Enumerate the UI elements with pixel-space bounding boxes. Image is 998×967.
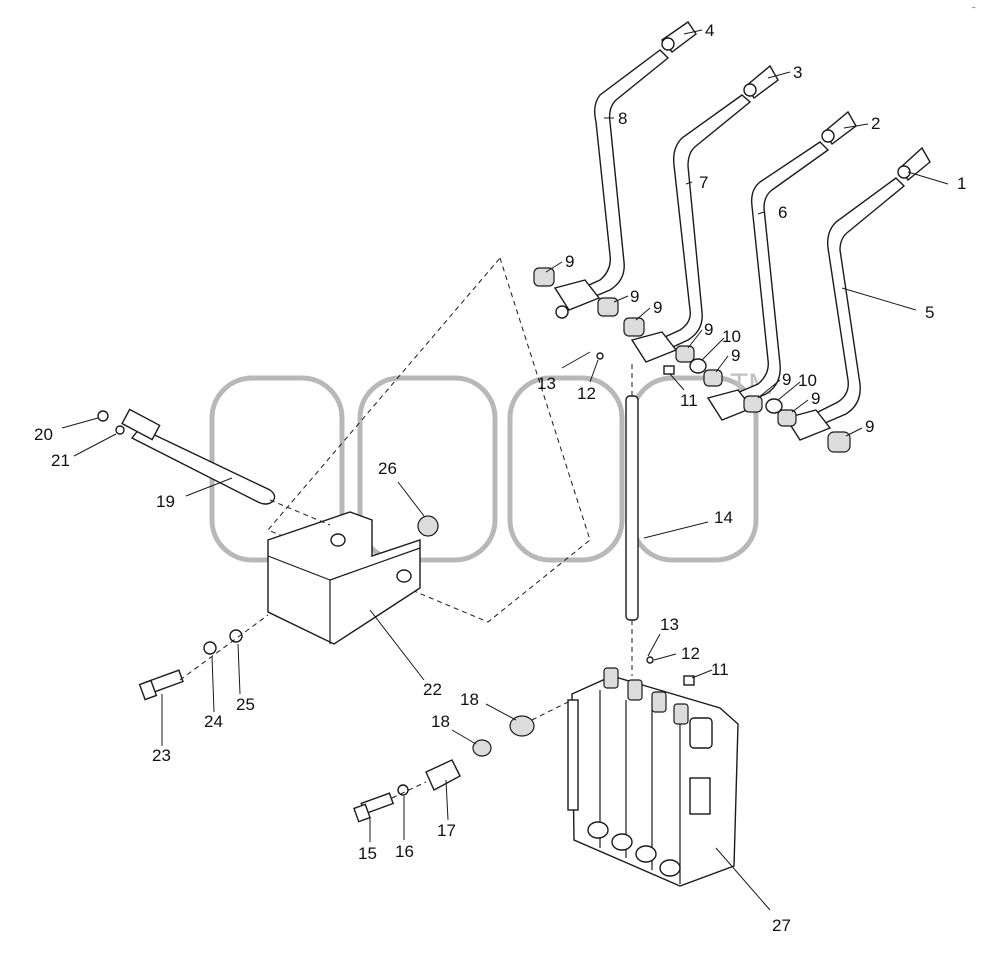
callout-24: 24	[204, 712, 223, 731]
callout-14: 14	[714, 508, 733, 527]
callout-13-a: 13	[537, 374, 556, 393]
callout-12-b: 12	[681, 644, 700, 663]
centerline-19	[269, 499, 331, 526]
lever-6	[706, 141, 830, 421]
callout-27: 27	[772, 916, 791, 935]
callout-26: 26	[378, 459, 397, 478]
washer-18-lower	[472, 739, 492, 757]
callout-labels: 1 2 3 4 5 6 7 8 9 9 9 9 9 9 9 9 10 10 11…	[34, 21, 966, 935]
callout-11-b: 11	[711, 660, 729, 679]
callout-9-h: 9	[865, 417, 874, 436]
washer-18-upper	[509, 715, 535, 737]
screw-11-lower	[683, 675, 695, 686]
callout-9-b: 9	[630, 287, 639, 306]
callout-23: 23	[152, 746, 171, 765]
centerline-23	[179, 614, 269, 681]
bolt-20	[97, 410, 109, 422]
callout-9-e: 9	[731, 346, 740, 365]
callout-6: 6	[778, 203, 787, 222]
washer-21	[115, 425, 125, 435]
callout-9-g: 9	[811, 389, 820, 408]
callout-18-a: 18	[460, 690, 479, 709]
callout-9-d: 9	[704, 320, 713, 339]
bolt-15	[353, 792, 395, 823]
callout-9-f: 9	[782, 370, 791, 389]
callout-10-a: 10	[722, 327, 741, 346]
bolt-23	[138, 669, 184, 701]
washer-24	[203, 641, 217, 655]
callout-13-b: 13	[660, 615, 679, 634]
callout-9-a: 9	[565, 252, 574, 271]
callout-1: 1	[957, 174, 966, 193]
callout-11-a: 11	[680, 391, 698, 410]
callout-19: 19	[156, 492, 175, 511]
callout-5: 5	[925, 303, 934, 322]
washer-12-upper	[596, 352, 604, 360]
callout-25: 25	[236, 695, 255, 714]
lever-5	[784, 177, 906, 441]
callout-2: 2	[871, 114, 880, 133]
screw-11-upper	[663, 365, 675, 375]
centerline-15	[391, 781, 427, 799]
nut-26	[417, 515, 439, 537]
washer-12-lower	[646, 656, 654, 664]
callout-9-c: 9	[653, 298, 662, 317]
corner-mark: ˜	[971, 6, 976, 17]
sleeve-17	[425, 759, 461, 791]
leader-lines	[61, 29, 949, 911]
lever-7	[630, 94, 752, 363]
lever-8	[553, 49, 670, 319]
callout-21: 21	[51, 451, 70, 470]
rod-14	[625, 364, 639, 676]
knob-1	[897, 146, 931, 182]
callout-12-a: 12	[577, 384, 596, 403]
callout-7: 7	[699, 173, 708, 192]
lever-5-hub	[784, 409, 832, 441]
centerline-18	[531, 699, 573, 721]
callout-4: 4	[705, 21, 714, 40]
callout-18-b: 18	[431, 712, 450, 731]
shaft-19	[97, 408, 276, 505]
callout-17: 17	[437, 821, 456, 840]
knob-2	[821, 110, 857, 146]
lever-8-hub	[553, 279, 601, 311]
control-valve-27	[567, 667, 739, 887]
washer-16	[397, 784, 409, 796]
washer-25	[229, 629, 243, 643]
callout-22: 22	[423, 680, 442, 699]
callout-8: 8	[618, 109, 627, 128]
dashed-outline	[267, 256, 591, 623]
knob-3	[743, 64, 779, 100]
bracket-22	[267, 511, 421, 645]
knob-4	[660, 21, 697, 53]
callout-3: 3	[793, 63, 802, 82]
bushings	[533, 267, 851, 453]
callout-20: 20	[34, 425, 53, 444]
callout-10-b: 10	[798, 371, 817, 390]
callout-16: 16	[395, 842, 414, 861]
callout-15: 15	[358, 844, 377, 863]
